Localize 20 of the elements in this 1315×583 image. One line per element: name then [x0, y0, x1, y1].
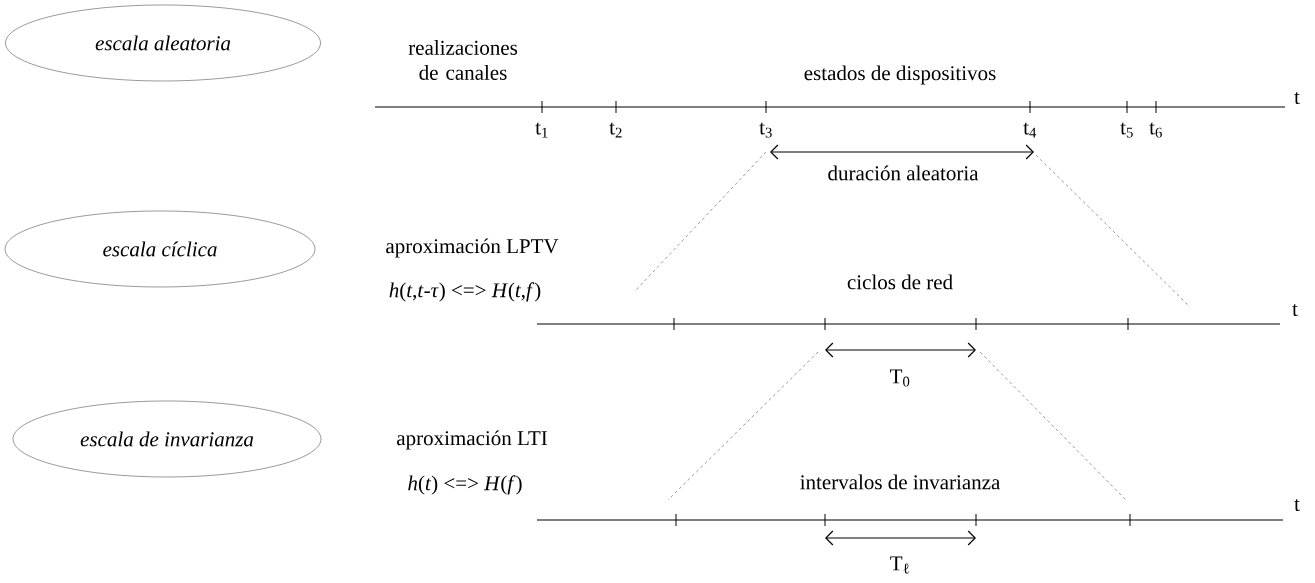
row-label: realizaciones de canales	[408, 40, 518, 80]
dimension-label: duración aleatoria	[828, 165, 979, 181]
dimension-label: T$_{ℓ}$	[890, 556, 909, 574]
formula: h(t,t-τ) <=> H(t,f)	[389, 282, 541, 302]
axis-caption: ciclos de red	[847, 274, 953, 290]
tick-label: t$_{6}$	[1149, 122, 1162, 138]
axis-caption: estados de dispositivos	[804, 65, 996, 85]
tick-label: t$_{1}$	[535, 122, 548, 138]
axis-label: t	[1294, 91, 1300, 104]
tick-label: t$_{4}$	[1023, 122, 1037, 138]
tick-label: t$_{3}$	[759, 122, 772, 138]
formula: h(t) <=> H(f)	[408, 475, 522, 495]
row-label: aproximación LTI	[397, 430, 548, 450]
row-label: aproximación LPTV	[386, 238, 559, 258]
axis-label: t	[1292, 303, 1298, 316]
axis-caption: intervalos de invarianza	[800, 474, 1001, 490]
tick-label: t$_{2}$	[609, 122, 622, 138]
dimension-label: T$_{0}$	[890, 369, 910, 387]
tick-label: t$_{5}$	[1120, 122, 1133, 138]
axis-label: t	[1294, 498, 1300, 511]
